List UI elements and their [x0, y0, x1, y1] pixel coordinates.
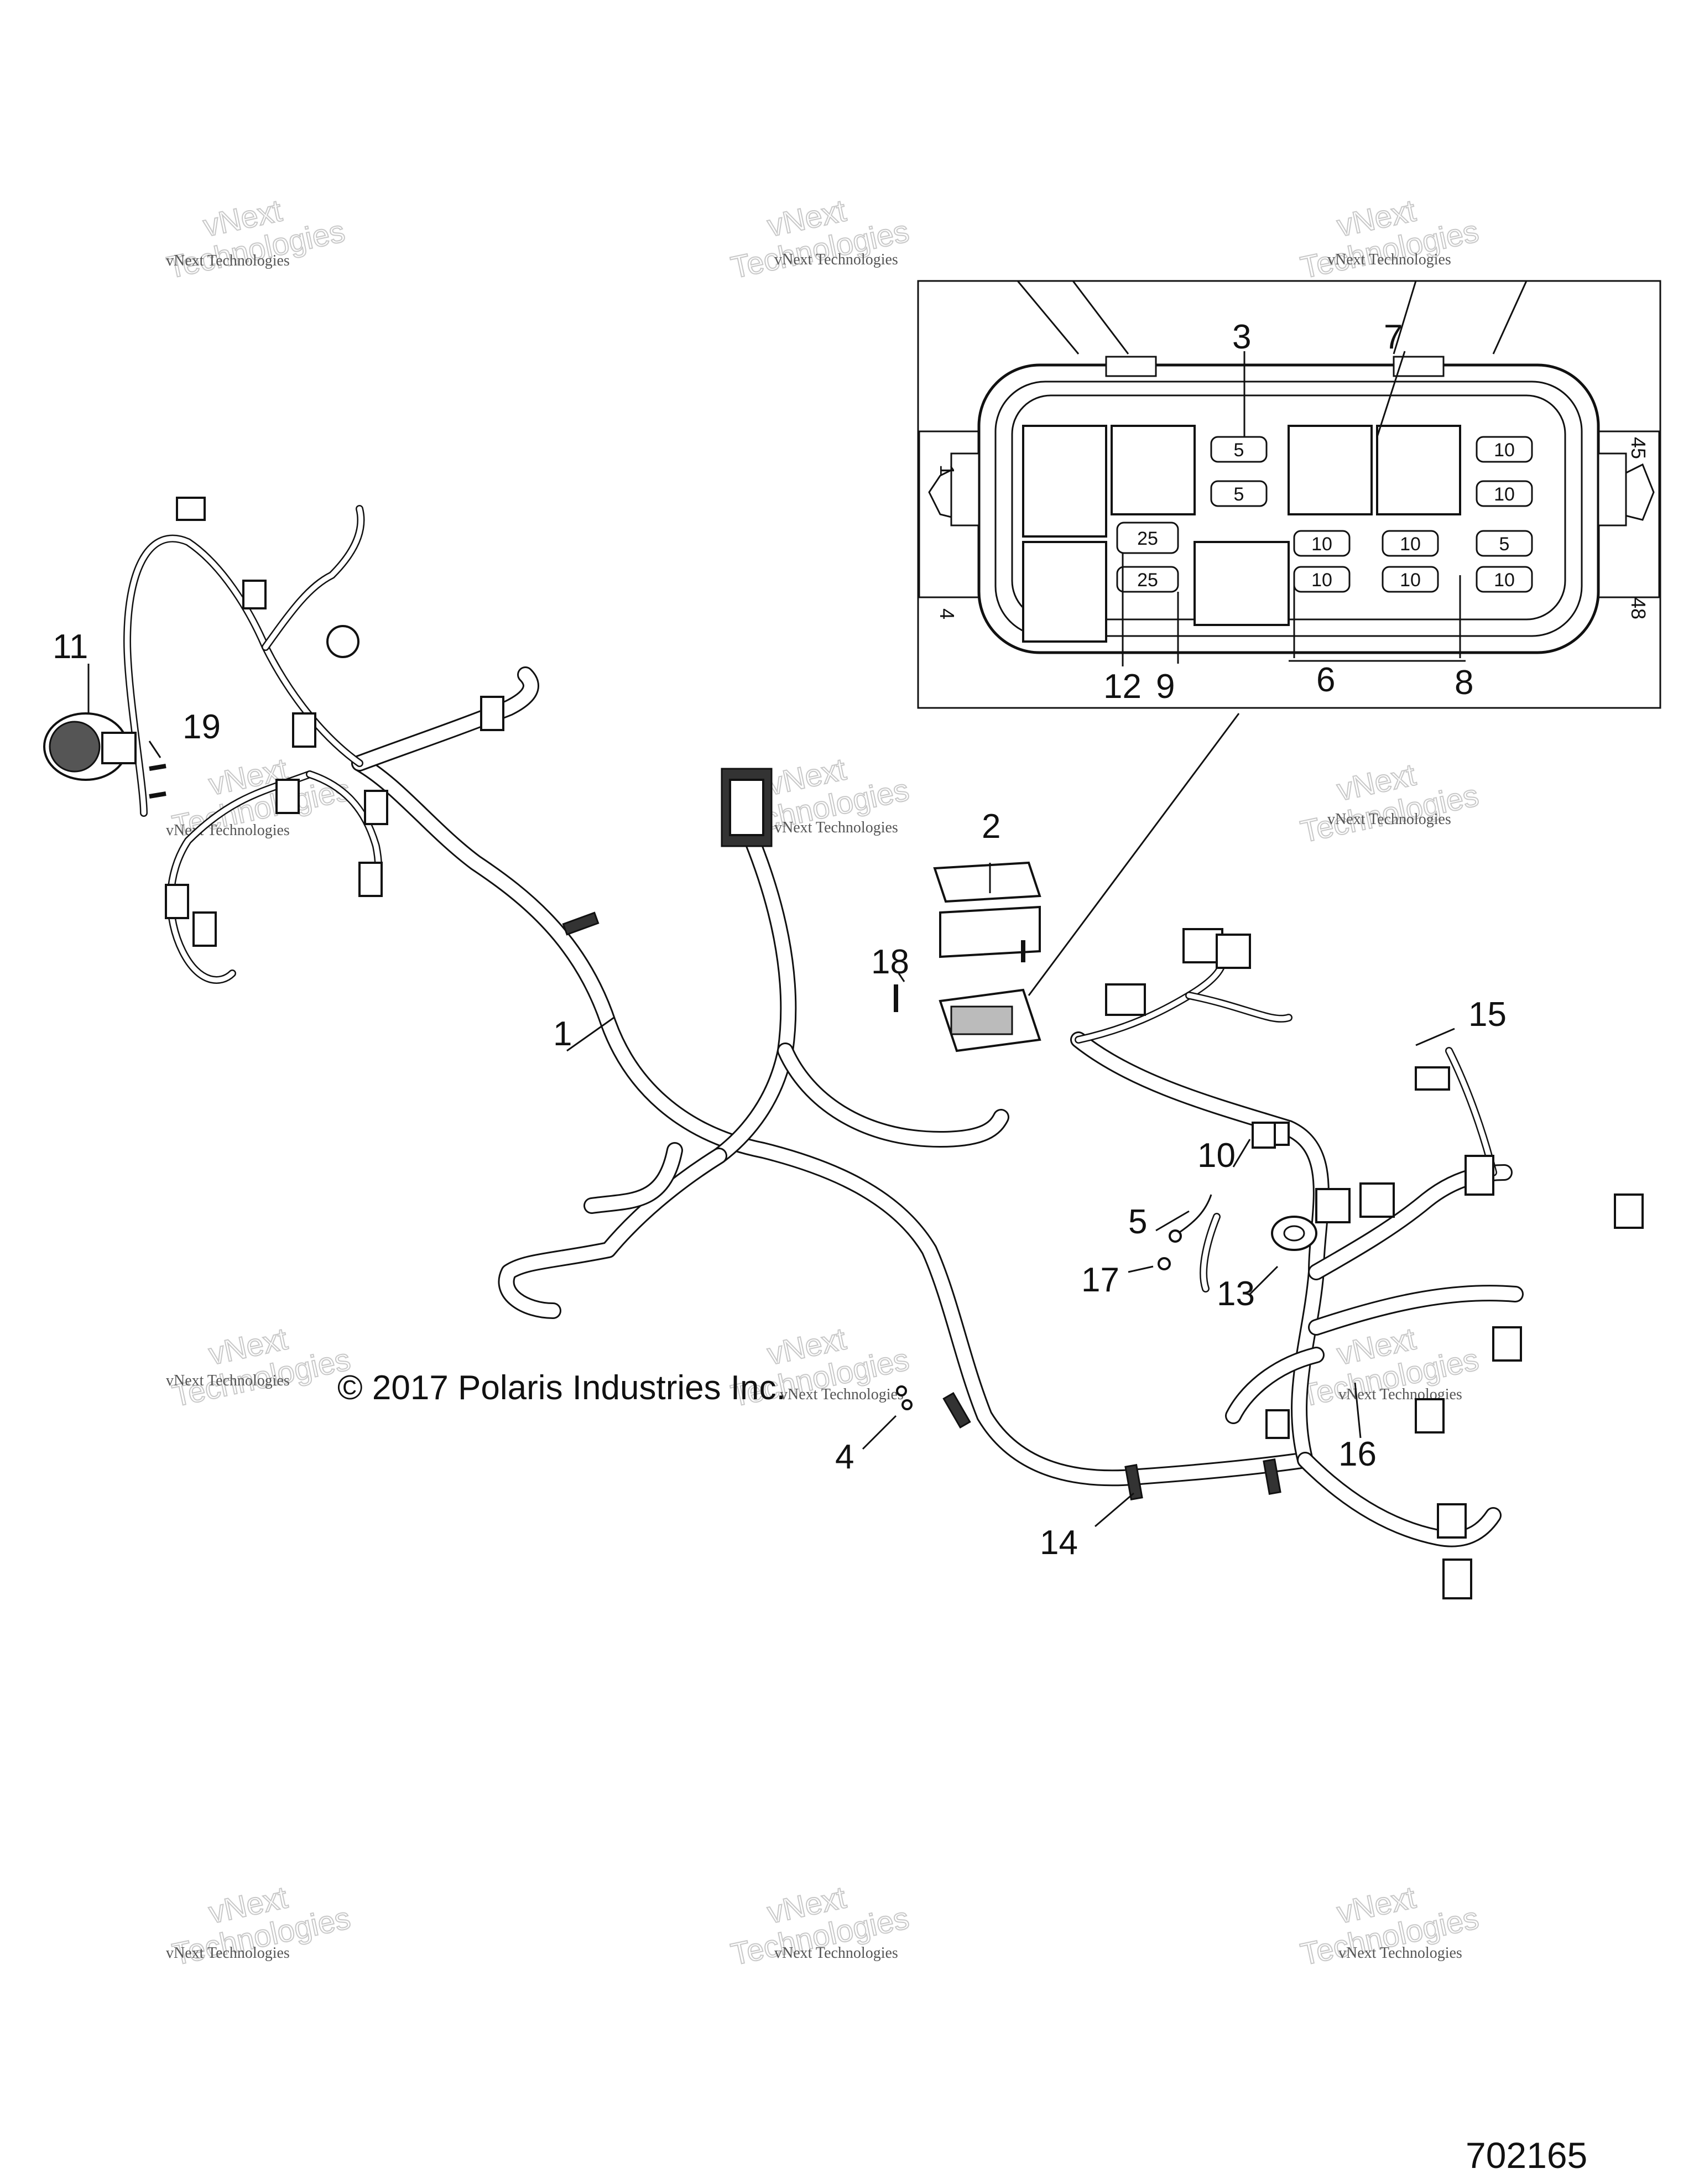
callout-16: 16	[1338, 1435, 1377, 1473]
watermark-small-xc: vNext Technologies	[774, 1945, 898, 1962]
connectors-right	[1105, 928, 1644, 1599]
svg-text:5: 5	[1499, 534, 1510, 555]
fuse-col5-r4: 10	[1293, 566, 1351, 593]
callout-3: 3	[1232, 318, 1251, 356]
callout-9: 9	[1156, 668, 1175, 706]
fuse-col2-r4: 25	[1116, 566, 1179, 593]
fuse-cover-part-2	[933, 861, 1041, 958]
callout-6: 6	[1316, 661, 1335, 699]
watermark-tr: vNext Technologies	[1297, 192, 1482, 285]
copyright-text: © 2017 Polaris Industries Inc.	[337, 1369, 786, 1407]
ground-wire-part-5	[1169, 1194, 1212, 1243]
svg-text:10: 10	[1311, 570, 1332, 591]
horn-part-11	[43, 712, 137, 781]
watermark-small-mr: vNext Technologies	[1327, 811, 1451, 828]
harness-clips	[562, 911, 1281, 1501]
connectors-top-left	[165, 497, 504, 947]
fuse-col7-r3: 5	[1476, 530, 1533, 557]
callout-7: 7	[1384, 318, 1403, 356]
callout-12: 12	[1103, 668, 1142, 706]
relay-3	[1022, 541, 1107, 643]
callout-11: 11	[53, 628, 88, 666]
callout-8: 8	[1455, 664, 1473, 702]
latch-right	[1393, 356, 1445, 377]
callout-5: 5	[1128, 1203, 1147, 1241]
bolt-part-18	[894, 940, 1025, 1012]
callout-14: 14	[1040, 1524, 1078, 1562]
svg-text:10: 10	[1494, 570, 1515, 591]
watermark-small-xl: vNext Technologies	[166, 1945, 290, 1962]
watermark-small-bc: vNext Technologies	[780, 1386, 904, 1403]
callout-2: 2	[982, 807, 1000, 846]
fuse-col7-r1: 10	[1476, 436, 1533, 463]
nut-part-17	[1158, 1257, 1171, 1270]
fuse-box-assembly	[939, 988, 1041, 1052]
svg-text:5: 5	[1234, 440, 1244, 461]
callout-leaders	[87, 664, 1455, 1528]
fuse-col5-r3: 10	[1293, 530, 1351, 557]
inset-leader-line	[1028, 713, 1240, 996]
relay-5	[1288, 425, 1373, 515]
svg-text:10: 10	[1311, 534, 1332, 555]
relay-4	[1194, 541, 1290, 626]
svg-text:25: 25	[1137, 528, 1158, 549]
grommet-part-13	[1271, 1216, 1317, 1251]
callout-10: 10	[1197, 1137, 1236, 1175]
watermark-small-tl: vNext Technologies	[166, 252, 290, 269]
ecu-connector	[721, 768, 773, 847]
fuse-col6-r3: 10	[1382, 530, 1439, 557]
fuse-col3-r2: 5	[1210, 480, 1268, 507]
watermark-small-bl: vNext Technologies	[166, 1372, 290, 1389]
pin-label-4: 4	[936, 608, 958, 619]
fastener-part-4	[896, 1385, 913, 1410]
latch-left	[1105, 356, 1157, 377]
watermark-tc: vNext Technologies	[727, 192, 913, 285]
watermark-small-tr: vNext Technologies	[1327, 251, 1451, 268]
callout-19: 19	[183, 708, 221, 746]
callout-18: 18	[871, 943, 909, 981]
relay-part-10	[1252, 1122, 1276, 1149]
callout-13: 13	[1217, 1275, 1255, 1313]
watermark-small-ml: vNext Technologies	[166, 822, 290, 839]
pin-label-48: 48	[1627, 597, 1650, 619]
fuse-col2-r3: 25	[1116, 522, 1179, 554]
callout-4: 4	[835, 1438, 854, 1476]
fuse-col7-r4: 10	[1476, 566, 1533, 593]
pin-label-45: 45	[1627, 437, 1650, 459]
fuse-col3-r1: 5	[1210, 436, 1268, 463]
callout-15: 15	[1468, 995, 1507, 1034]
watermark-small-xr: vNext Technologies	[1338, 1945, 1462, 1962]
watermark-small-tc: vNext Technologies	[774, 251, 898, 268]
relay-2	[1111, 425, 1196, 515]
watermark-bl: vNext Technologies	[169, 1320, 354, 1414]
callout-1: 1	[553, 1015, 572, 1053]
svg-text:10: 10	[1400, 534, 1421, 555]
fuse-col6-r4: 10	[1382, 566, 1439, 593]
svg-text:5: 5	[1234, 484, 1244, 505]
callout-17: 17	[1081, 1261, 1119, 1299]
figure-number: 702165	[1466, 2135, 1587, 2176]
svg-text:10: 10	[1494, 484, 1515, 505]
fuse-box-detail-inset: 5 5 25 25 10 10 10 10	[917, 280, 1661, 709]
relay-1	[1022, 425, 1107, 538]
watermark-small-mc: vNext Technologies	[774, 819, 898, 836]
svg-text:10: 10	[1400, 570, 1421, 591]
svg-text:25: 25	[1137, 570, 1158, 591]
relay-6	[1376, 425, 1461, 515]
watermark-mr: vNext Technologies	[1297, 756, 1482, 849]
svg-text:10: 10	[1494, 440, 1515, 461]
pin-label-1: 1	[936, 465, 958, 476]
fuse-col7-r2: 10	[1476, 480, 1533, 507]
screw-part-19	[149, 764, 166, 799]
